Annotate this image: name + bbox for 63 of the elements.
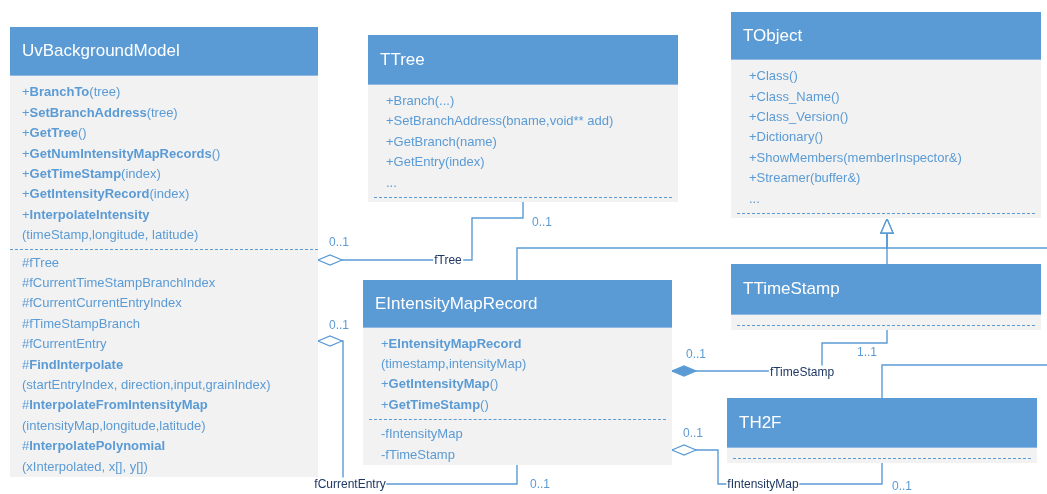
class-member: +GetEntry(index) (386, 153, 485, 172)
multiplicity: 0..1 (329, 235, 349, 249)
class-name-header: TTree (368, 35, 678, 85)
class-member: +SetBranchAddress(tree) (22, 103, 178, 122)
class-member: (xInterpolated, x[], y[]) (22, 457, 148, 476)
class-member: +Branch(...) (386, 91, 455, 110)
class-member: +BranchTo(tree) (22, 83, 121, 102)
uml-class-box (727, 398, 1037, 463)
class-name-header: UvBackgroundModel (10, 27, 318, 77)
class-member: #fCurrentCurrentEntryIndex (22, 294, 182, 313)
class-member: (intensityMap,longitude,latitude) (22, 416, 206, 435)
multiplicity: 0..1 (686, 347, 706, 361)
class-member: #InterpolatePolynomial (22, 437, 166, 456)
uml-class-box (368, 35, 678, 202)
multiplicity: 0..1 (532, 215, 552, 229)
class-member: +InterpolateIntensity (22, 205, 150, 224)
multiplicity: 1..1 (857, 345, 877, 359)
class-member: #fCurrentTimeStampBranchIndex (22, 273, 216, 292)
class-name-header: TObject (731, 12, 1041, 61)
multiplicity: 0..1 (683, 426, 703, 440)
class-member: +GetTimeStamp() (381, 395, 489, 414)
role-name: fTree (433, 253, 463, 267)
class-member: +GetNumIntensityMapRecords() (22, 144, 221, 163)
class-member: +Class_Name() (749, 87, 840, 106)
class-member: +Class() (749, 67, 798, 86)
class-member: +GetIntensityMap() (381, 375, 499, 394)
class-member: +GetIntensityRecord(index) (22, 185, 190, 204)
class-member: +Class_Version() (749, 107, 849, 126)
class-member: +GetTimeStamp(index) (22, 164, 161, 183)
role-name: fIntensityMap (726, 477, 800, 491)
role-name: fTimeStamp (768, 365, 836, 379)
class-member: #FindInterpolate (22, 355, 124, 374)
multiplicity: 0..1 (329, 318, 349, 332)
class-member: +Streamer(buffer&) (749, 169, 861, 188)
uml-class-box (731, 264, 1041, 330)
role-name: fCurrentEntry (313, 477, 387, 491)
class-member: (timestamp,intensityMap) (381, 354, 527, 373)
class-member: ... (386, 173, 397, 192)
association-line (317, 201, 524, 266)
uml-class-box (10, 27, 318, 477)
class-member: #fTree (22, 253, 60, 272)
uml-class-box (731, 12, 1041, 218)
class-member: +Dictionary() (749, 128, 824, 147)
class-member: (timeStamp,longitude, latitude) (22, 226, 199, 245)
class-member: ... (749, 189, 760, 208)
class-name-header: TH2F (727, 398, 1037, 448)
class-member: #InterpolateFromIntensityMap (22, 396, 208, 415)
class-name-header: TTimeStamp (731, 264, 1041, 315)
class-name-header: EIntensityMapRecord (363, 280, 672, 328)
class-member: #fTimeStampBranch (22, 314, 140, 333)
class-member: +GetTree() (22, 124, 87, 143)
class-member: -fTimeStamp (381, 445, 455, 464)
class-member: +SetBranchAddress(bname,void** add) (386, 112, 614, 131)
multiplicity: 0..1 (530, 477, 550, 491)
class-member: +EIntensityMapRecord (381, 334, 522, 353)
inheritance-arrow (880, 218, 1047, 249)
multiplicity: 0..1 (892, 479, 912, 493)
class-member: +ShowMembers(memberInspector&) (749, 148, 962, 167)
class-member: #fCurrentEntry (22, 335, 107, 354)
class-member: -fIntensityMap (381, 425, 463, 444)
class-member: (startEntryIndex, direction,input,grainIndex) (22, 375, 271, 394)
uml-class-box (363, 280, 672, 465)
class-member: +GetBranch(name) (386, 132, 497, 151)
